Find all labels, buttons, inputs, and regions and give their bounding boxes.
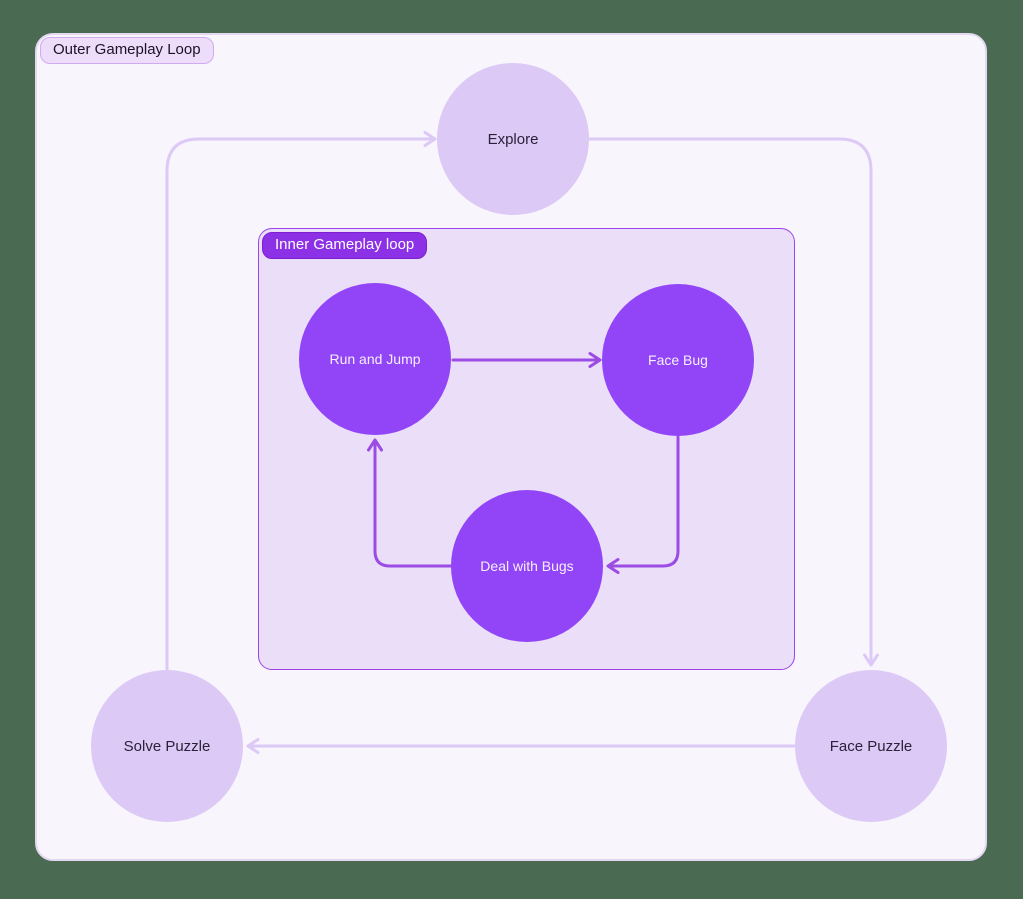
node-run-and-jump[interactable]: Run and Jump bbox=[299, 283, 451, 435]
node-face-puzzle[interactable]: Face Puzzle bbox=[795, 670, 947, 822]
node-run-and-jump-label: Run and Jump bbox=[329, 351, 421, 367]
node-face-bug[interactable]: Face Bug bbox=[602, 284, 754, 436]
node-solve-puzzle[interactable]: Solve Puzzle bbox=[91, 670, 243, 822]
node-deal-with-bugs-label: Deal with Bugs bbox=[480, 558, 574, 574]
node-solve-puzzle-label: Solve Puzzle bbox=[123, 737, 211, 755]
inner-gameplay-loop-label-text: Inner Gameplay loop bbox=[275, 236, 415, 253]
node-deal-with-bugs[interactable]: Deal with Bugs bbox=[451, 490, 603, 642]
node-explore-label: Explore bbox=[487, 130, 539, 148]
node-face-puzzle-label: Face Puzzle bbox=[829, 737, 913, 755]
outer-gameplay-loop-label[interactable]: Outer Gameplay Loop bbox=[40, 37, 214, 64]
inner-gameplay-loop-label[interactable]: Inner Gameplay loop bbox=[262, 232, 428, 259]
outer-gameplay-loop-label-text: Outer Gameplay Loop bbox=[53, 41, 201, 58]
node-face-bug-label: Face Bug bbox=[648, 352, 708, 368]
node-explore[interactable]: Explore bbox=[437, 63, 589, 215]
